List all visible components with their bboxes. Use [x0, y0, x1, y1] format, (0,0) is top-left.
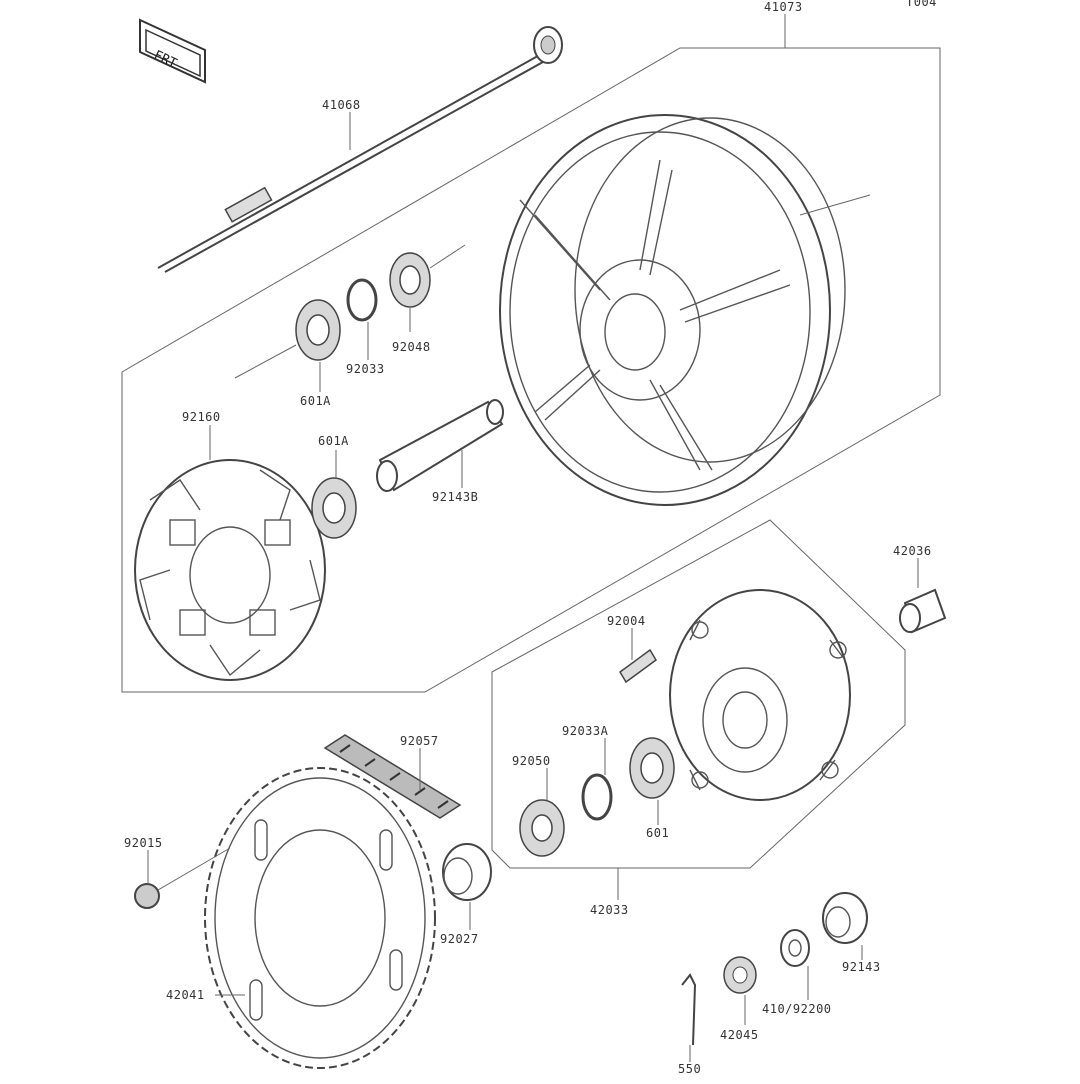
- part-label-92048: 92048: [392, 340, 431, 354]
- washer-part: [780, 929, 810, 967]
- wheel-part: [499, 114, 871, 506]
- pin-part: [619, 648, 657, 684]
- collar-92027-part: [442, 843, 492, 901]
- bearing-601a-part: [311, 477, 357, 539]
- axle-part: [157, 26, 563, 273]
- chain-part: [323, 734, 462, 819]
- nut-92015-part: [134, 847, 231, 909]
- part-label-92160: 92160: [182, 410, 221, 424]
- part-label-42036: 42036: [893, 544, 932, 558]
- nut-42045-part: [723, 956, 757, 994]
- wheel-group-outline: [121, 47, 941, 693]
- collar-92143-part: [822, 892, 868, 944]
- cotter-pin-part: [681, 973, 697, 1046]
- front-direction-icon: FRT: [139, 18, 206, 84]
- part-label-550: 550: [678, 1062, 702, 1076]
- part-label-41068: 41068: [322, 98, 361, 112]
- part-label-92015: 92015: [124, 836, 163, 850]
- part-label-92027: 92027: [440, 932, 479, 946]
- part-label-92057: 92057: [400, 734, 439, 748]
- collar-42036-part: [899, 588, 947, 634]
- part-label-92050: 92050: [512, 754, 551, 768]
- bearing-601-part: [629, 737, 675, 799]
- part-label-42033: 42033: [590, 903, 629, 917]
- part-label-601a: 601A: [318, 434, 349, 448]
- coupling-part: [669, 589, 851, 801]
- part-label-42045: 42045: [720, 1028, 759, 1042]
- page-code-label: T004: [906, 0, 937, 9]
- circlip-92033a-part: [581, 773, 613, 821]
- part-label-41073: 41073: [764, 0, 803, 14]
- bearing-92048-part: [389, 244, 466, 308]
- part-label-601: 601: [646, 826, 670, 840]
- part-label-92143b: 92143B: [432, 490, 479, 504]
- leader-lines: [147, 14, 919, 1062]
- part-label-92033a: 92033A: [562, 724, 609, 738]
- bearing-601a-top-part: [234, 299, 341, 379]
- part-label-42041: 42041: [166, 988, 205, 1002]
- part-label-92004: 92004: [607, 614, 646, 628]
- part-label-92143: 92143: [842, 960, 881, 974]
- circlip-92033-part: [346, 278, 378, 322]
- part-label-410-92200: 410/92200: [762, 1002, 832, 1016]
- seal-part: [519, 799, 565, 857]
- sprocket-part: [204, 767, 436, 1069]
- collar-92143b-part: [376, 399, 504, 492]
- coupling-group-outline: [491, 519, 906, 869]
- damper-part: [134, 459, 326, 681]
- part-label-601a-top: 601A: [300, 394, 331, 408]
- part-label-92033: 92033: [346, 362, 385, 376]
